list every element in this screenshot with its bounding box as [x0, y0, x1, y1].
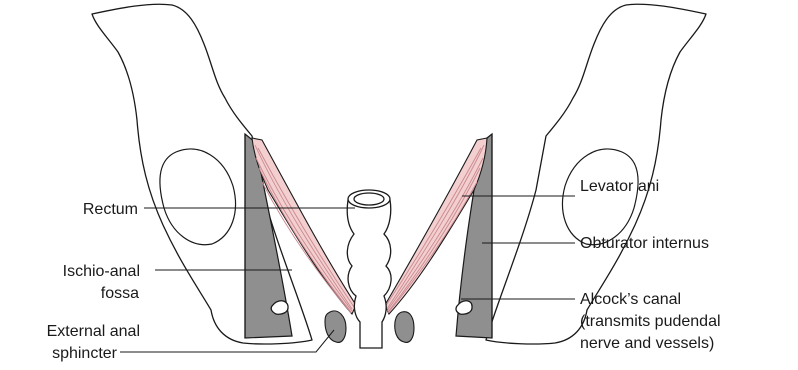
rectum-lumen-inner	[354, 193, 384, 205]
obturator-internus-label: Obturator internus	[580, 235, 709, 252]
right-alcocks-canal	[456, 301, 472, 315]
rectum	[347, 190, 391, 348]
external-sphincter-label-line1: External anal	[47, 323, 140, 340]
right-external-anal-sphincter	[395, 312, 414, 343]
ischio-anal-label-line1: Ischio-anal	[63, 263, 140, 280]
alcocks-canal-label-line3: nerve and vessels)	[580, 335, 714, 352]
levator-ani-label: Levator ani	[580, 178, 659, 195]
alcocks-canal-label-line2: (transmits pudendal	[580, 313, 721, 330]
alcocks-canal-label-line1: Alcock’s canal	[580, 291, 681, 308]
rectum-label: Rectum	[83, 201, 138, 218]
ischio-anal-label-line2: fossa	[101, 285, 139, 302]
external-sphincter-label-line2: sphincter	[52, 345, 118, 362]
